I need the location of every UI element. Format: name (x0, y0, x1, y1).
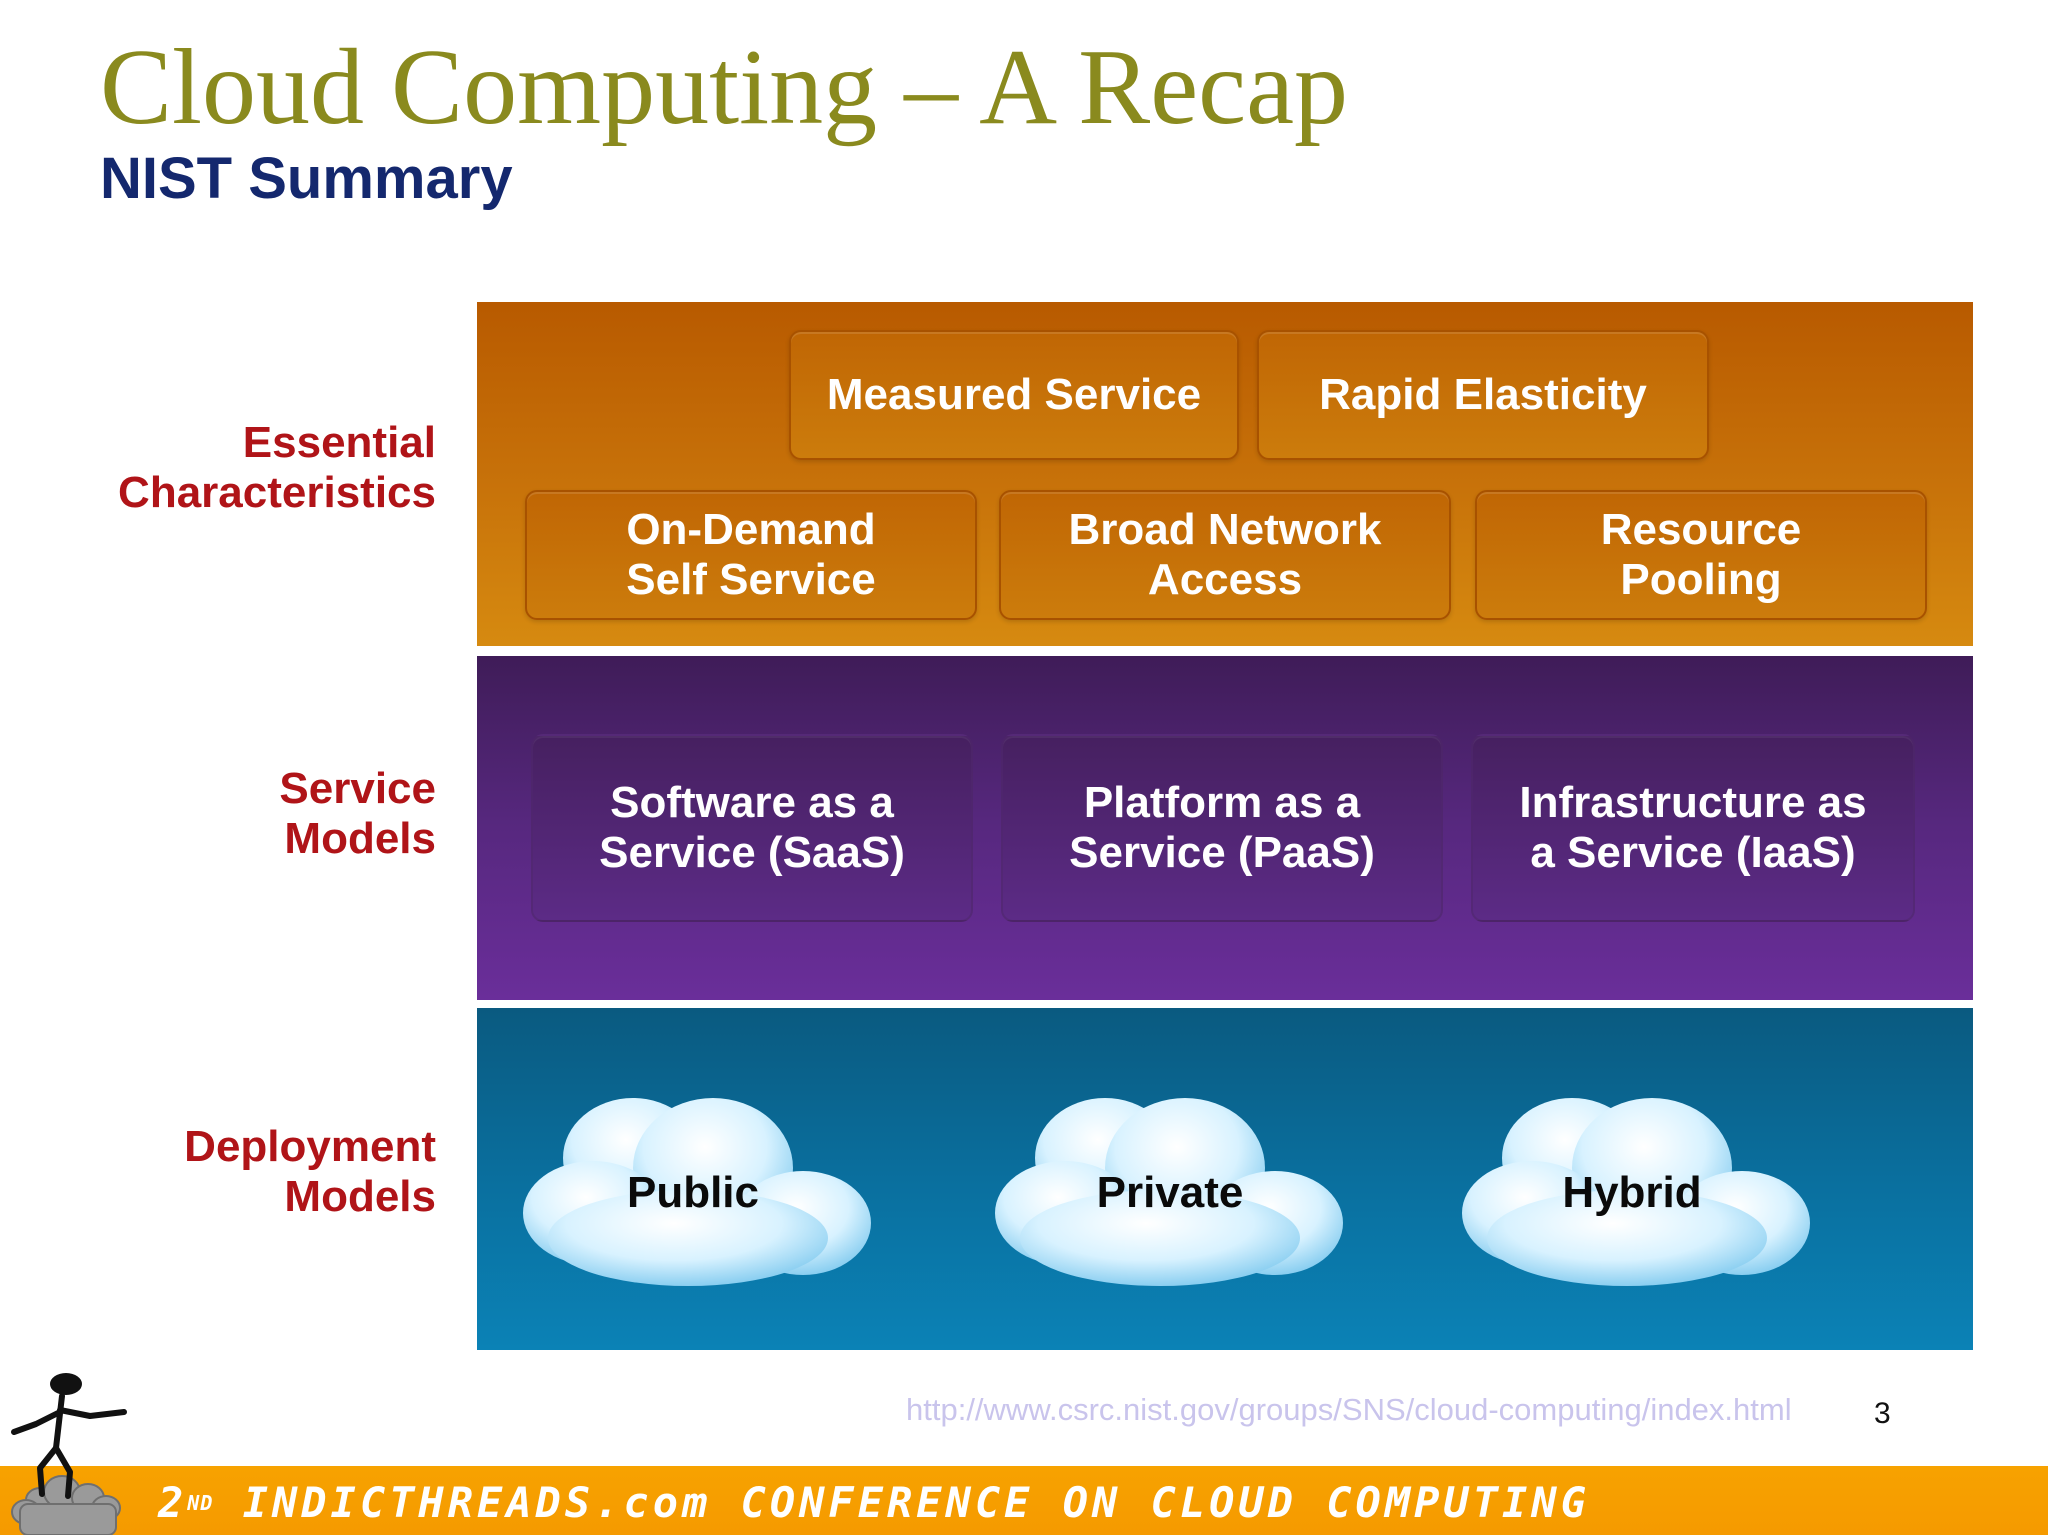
box-on-demand-line1: On-Demand (626, 505, 876, 554)
box-saas-line2: Service (SaaS) (599, 828, 905, 877)
box-saas-line1: Software as a (610, 778, 894, 827)
service-models-band: Software as a Service (SaaS) Platform as… (477, 656, 1973, 1000)
box-iaas-line2: a Service (IaaS) (1530, 828, 1856, 877)
box-broad-network-line1: Broad Network (1068, 505, 1382, 554)
cloud-label-private: Private (1096, 1168, 1244, 1217)
source-url[interactable]: http://www.csrc.nist.gov/groups/SNS/clou… (906, 1392, 1792, 1427)
cloud-public: Public (523, 1088, 873, 1288)
box-paas: Platform as a Service (PaaS) (1001, 734, 1443, 922)
row-label-service-line1: Service (279, 764, 436, 813)
banner-ordinal: 2 (158, 1478, 188, 1527)
box-iaas-line1: Infrastructure as (1519, 778, 1867, 827)
banner-conference-name: INDICTHREADS.com CONFERENCE ON CLOUD COM… (242, 1478, 1590, 1527)
footer-banner (0, 1466, 2048, 1535)
row-label-deployment-line2: Models (284, 1172, 436, 1221)
page-number: 3 (1874, 1397, 1891, 1430)
box-saas: Software as a Service (SaaS) (531, 734, 973, 922)
stick-figure-mascot-icon (11, 1373, 127, 1535)
footer-banner-text: 2ND INDICTHREADS.com CONFERENCE ON CLOUD… (158, 1480, 1590, 1526)
cloud-hybrid: Hybrid (1462, 1088, 1812, 1288)
slide-title: Cloud Computing – A Recap (100, 28, 1349, 147)
box-broad-network-access: Broad Network Access (999, 490, 1451, 620)
box-paas-line2: Service (PaaS) (1069, 828, 1375, 877)
cloud-label-hybrid: Hybrid (1562, 1168, 1702, 1217)
row-label-deployment-line1: Deployment (184, 1122, 436, 1171)
box-resource-pooling: Resource Pooling (1475, 490, 1927, 620)
essential-characteristics-band: Measured Service Rapid Elasticity On-Dem… (477, 302, 1973, 646)
box-rapid-elasticity-line1: Rapid Elasticity (1319, 370, 1647, 419)
slide-subtitle: NIST Summary (100, 146, 513, 211)
box-on-demand-line2: Self Service (626, 555, 876, 604)
box-measured-service-line1: Measured Service (826, 370, 1202, 419)
row-label-service: Service Models (96, 764, 436, 864)
row-label-essential-line2: Characteristics (118, 468, 436, 517)
cloud-private: Private (995, 1088, 1345, 1288)
cloud-label-public: Public (626, 1168, 760, 1217)
box-on-demand-self-service: On-Demand Self Service (525, 490, 977, 620)
box-resource-pooling-line1: Resource (1600, 505, 1802, 554)
banner-ordinal-suffix: ND (187, 1491, 214, 1515)
box-resource-pooling-line2: Pooling (1620, 555, 1782, 604)
box-measured-service: Measured Service (789, 330, 1239, 460)
cloud-icon (1462, 1098, 1810, 1286)
row-label-deployment: Deployment Models (96, 1122, 436, 1222)
row-label-service-line2: Models (284, 814, 436, 863)
row-label-essential: Essential Characteristics (96, 418, 436, 518)
box-rapid-elasticity: Rapid Elasticity (1257, 330, 1709, 460)
deployment-models-band: Public Private (477, 1008, 1973, 1350)
cloud-icon (995, 1098, 1343, 1286)
cloud-icon (523, 1098, 871, 1286)
box-iaas: Infrastructure as a Service (IaaS) (1471, 734, 1915, 922)
row-label-essential-line1: Essential (242, 418, 436, 467)
box-paas-line1: Platform as a (1083, 778, 1361, 827)
box-broad-network-line2: Access (1147, 555, 1303, 604)
